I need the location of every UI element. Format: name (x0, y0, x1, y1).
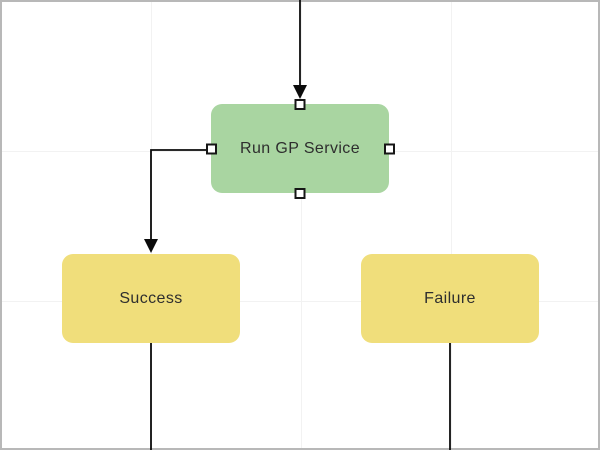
connection-handle-top-icon[interactable] (294, 98, 306, 110)
node-run-gp-service[interactable]: Run GP Service (205, 98, 395, 199)
node-failure[interactable]: Failure (361, 254, 539, 343)
arrowhead-into-success (144, 239, 158, 253)
edge-run-gp-to-success[interactable] (150, 149, 211, 240)
connection-handle-left-icon[interactable] (205, 143, 217, 154)
node-success[interactable]: Success (62, 254, 240, 343)
node-run-gp-service-label: Run GP Service (239, 139, 361, 157)
connection-handle-right-icon[interactable] (383, 143, 395, 154)
node-failure-label: Failure (424, 289, 476, 307)
connection-handle-bottom-icon[interactable] (294, 187, 306, 199)
node-success-label: Success (119, 289, 183, 307)
arrowhead-into-run-gp (293, 85, 307, 99)
